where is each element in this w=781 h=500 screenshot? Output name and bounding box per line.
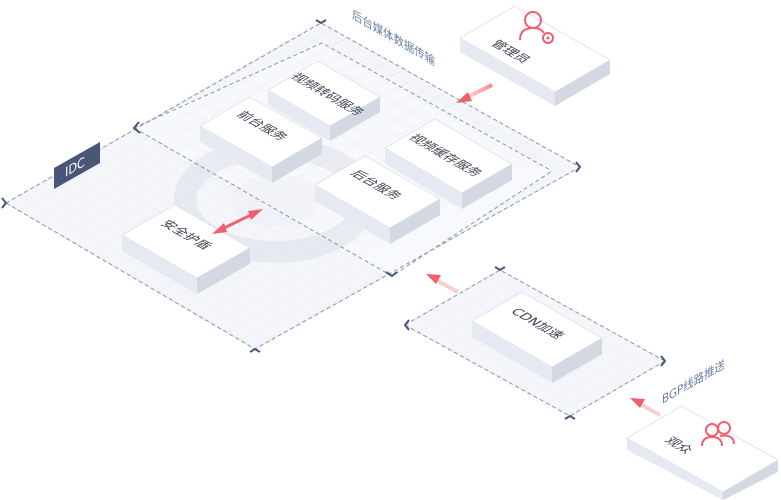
- box-audience[interactable]: 观众: [625, 405, 780, 500]
- arrow-cdn-to-idc: [426, 274, 459, 294]
- box-backend[interactable]: 后台服务: [313, 155, 442, 244]
- arrow-admin-to-idc: [456, 83, 493, 103]
- users-group-icon: [701, 421, 735, 447]
- box-transcode[interactable]: 视频转码服务: [267, 60, 381, 141]
- box-admin[interactable]: 管理员: [458, 5, 612, 106]
- box-frontend[interactable]: 前台服务: [198, 96, 324, 183]
- arrow-audience-to-cdn: [630, 398, 661, 417]
- double-arrow-icon: [212, 209, 263, 234]
- idc-zone: IDC: [1, 19, 582, 353]
- label-bgp-push: BGP线路推送: [662, 356, 725, 407]
- box-shield[interactable]: 安全护盾: [120, 204, 252, 294]
- admin-user-gear-icon: [519, 11, 554, 44]
- box-cdn[interactable]: CDN加速: [471, 291, 603, 383]
